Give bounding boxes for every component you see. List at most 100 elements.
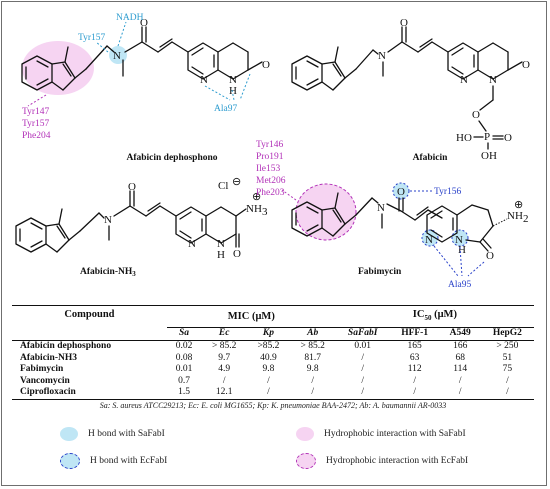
cell-value: > 250 [496,341,519,352]
svg-text:H: H [229,85,237,97]
svg-text:⊕: ⊕ [252,191,261,203]
label-nadh: NADH [116,13,144,23]
svg-text:3: 3 [262,206,268,218]
svg-text:N: N [460,74,468,86]
svg-text:O: O [504,132,512,144]
col-compound: Compound [64,309,115,320]
label-tyr157: Tyr157 [78,33,106,43]
cell-compound: Ciprofloxacin [20,387,76,398]
label-ec-hydrophobic-3: Ile153 [256,164,281,174]
svg-text:O: O [128,181,136,193]
cell-value: / [361,375,365,386]
svg-text:O: O [400,17,408,29]
cell-value: / [267,387,270,398]
legend-item-hbond-sa: H bond with SaFabI [60,427,165,441]
col-safabi: SaFabI [347,327,378,338]
cell-value: 12.1 [215,387,233,398]
svg-text:N: N [455,234,463,246]
legend-item-hbond-ec: H bond with EcFabI [60,453,167,469]
cell-value: 0.01 [354,341,372,352]
cell-value: > 85.2 [212,341,237,352]
cell-value: 0.7 [178,375,190,386]
svg-text:N: N [217,238,225,250]
label-ec-hydrophobic-2: Pro191 [256,152,284,162]
label-ala95: Ala95 [448,280,471,290]
cell-value: / [458,387,462,398]
cell-value: 0.02 [175,341,193,352]
svg-text:N: N [489,74,497,86]
svg-text:O: O [140,17,148,29]
svg-text:N: N [229,74,237,86]
molecule-afabicin-dephosphono: N O N N H O NADH Tyr157 Ala97 Tyr147 Tyr… [21,13,270,163]
molecule-afabicin: N O N N O O P O HO OH Afabicin [291,17,530,163]
legend-item-hydrophobic-sa: Hydrophobic interaction with SaFabI [296,427,466,441]
col-ab: Ab [307,327,319,338]
col-sa: Sa [178,327,190,338]
svg-text:N: N [113,50,121,62]
cell-value: / [361,387,365,398]
cell-compound: Afabicin dephosphono [20,341,112,352]
svg-text:⊕: ⊕ [514,199,523,211]
svg-text:O: O [262,59,270,71]
svg-text:O: O [233,248,241,260]
cell-value: 40.9 [260,352,277,363]
cell-value: 63 [409,352,420,363]
cell-compound: Vancomycin [20,375,70,386]
activity-table: Compound MIC (μM) IC50 (μM) Sa Ec Kp Ab … [12,305,534,400]
cell-value: / [506,375,509,386]
cell-value: 9.8 [262,364,275,375]
svg-text:N: N [200,74,208,86]
label-hydrophobic-2: Tyr157 [22,119,50,129]
cell-value: 0.08 [175,352,193,363]
cell-value: 9.7 [218,352,231,363]
svg-text:H: H [458,244,466,256]
legend-swatch-hbond-ec [60,453,80,469]
cell-value: > 85.2 [300,341,325,352]
molecule-afabicin-nh3: N O N N H O NH 3 ⊕ Cl ⊖ Afabicin-NH3 [15,176,268,278]
svg-text:O: O [472,109,480,121]
cell-value: / [413,375,416,386]
svg-text:O: O [486,250,494,262]
svg-text:2: 2 [523,213,529,225]
caption-afabicin: Afabicin [413,153,449,163]
cell-value: 112 [407,364,422,375]
cell-value: / [222,375,226,386]
cell-value: 0.01 [175,364,193,375]
col-hepg2: HepG2 [492,327,522,338]
legend-swatch-hydrophobic-ec [296,453,316,469]
svg-text:⊖: ⊖ [232,176,241,188]
label-hydrophobic-3: Phe204 [22,131,51,141]
cell-value: / [311,375,315,386]
cell-value: / [267,375,270,386]
svg-text:HO: HO [456,132,472,144]
hbond-region-n1 [421,229,439,247]
col-hff1: HFF-1 [401,327,429,338]
col-group-ic50: IC50 (μM) [335,305,534,328]
table-subheader-row: Sa Ec Kp Ab SaFabI HFF-1 A549 HepG2 [12,327,534,341]
col-group-mic: MIC (μM) [166,305,336,328]
legend-swatch-hbond-sa [60,427,78,441]
activity-table-wrap: Compound MIC (μM) IC50 (μM) Sa Ec Kp Ab … [12,305,534,400]
cell-value: / [311,387,315,398]
svg-text:NH: NH [507,210,523,222]
col-ec: Ec [218,327,230,338]
caption-fabimycin: Fabimycin [358,267,402,277]
svg-text:P: P [484,131,490,143]
cell-value: / [413,387,416,398]
svg-text:N: N [377,202,385,214]
svg-text:H: H [217,249,225,261]
table-body: Afabicin dephosphono 0.02 > 85.2 >85.2 > 85.… [12,340,534,400]
svg-text:N: N [425,234,433,246]
cell-value: >85.2 [257,341,280,352]
svg-text:O: O [522,59,530,71]
cell-value: 81.7 [304,352,321,363]
hydrophobic-region-ec [295,183,357,241]
caption-afabicin-dephosphono: Afabicin dephosphono [126,153,217,163]
label-ec-hydrophobic-4: Met206 [256,176,286,186]
cell-value: 1.5 [178,387,190,398]
cell-value: 4.9 [218,364,231,375]
legend-area: Sa: S. aureus ATCC29213; Ec: E. coli MG1… [12,401,534,410]
cell-value: 75 [502,364,513,375]
